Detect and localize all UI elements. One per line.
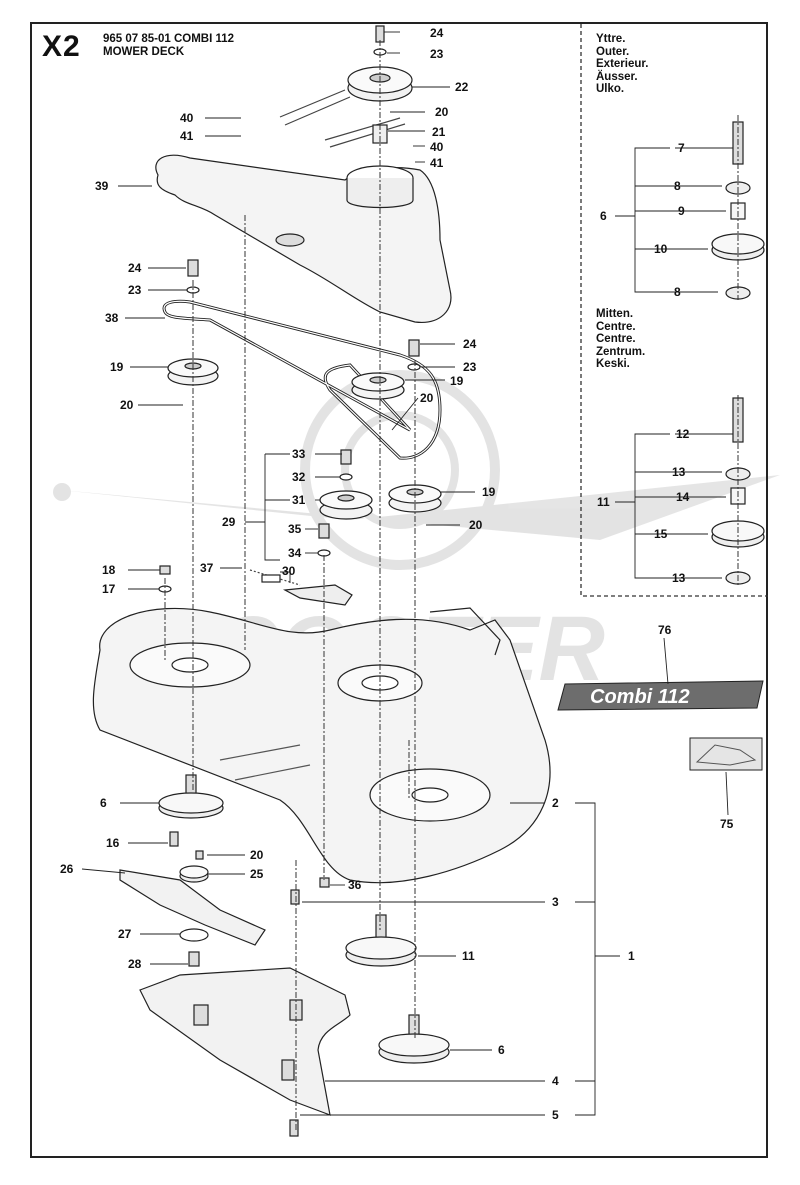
spindle-centre-11 xyxy=(345,914,417,967)
outer-label-de: Äusser. xyxy=(596,70,638,83)
outer-label-fi: Ulko. xyxy=(596,83,625,95)
callout-20-left: 20 xyxy=(120,398,134,412)
callout-24-right: 24 xyxy=(463,337,477,351)
callout-3: 3 xyxy=(552,895,559,909)
callout-41-left: 41 xyxy=(180,129,194,143)
spindle-right-6 xyxy=(378,1014,450,1064)
callout-41-right: 41 xyxy=(430,156,444,170)
callout-24-top: 24 xyxy=(430,26,444,40)
callout-5: 5 xyxy=(552,1108,559,1122)
outer-label-en: Outer. xyxy=(596,45,630,58)
callout-6-detail: 6 xyxy=(600,209,607,223)
centre-pulley xyxy=(351,339,421,400)
callout-8-upper: 8 xyxy=(674,179,681,193)
callout-13-upper: 13 xyxy=(672,465,686,479)
callout-8-lower: 8 xyxy=(674,285,681,299)
callout-26: 26 xyxy=(60,862,74,876)
blade-assembly xyxy=(119,850,266,967)
centre-label-en: Centre. xyxy=(596,320,636,333)
callout-16: 16 xyxy=(106,836,120,850)
callout-35: 35 xyxy=(288,522,302,536)
part-number-line: 965 07 85-01 COMBI 112 xyxy=(103,33,235,45)
callout-27: 27 xyxy=(118,927,132,941)
callout-22: 22 xyxy=(455,80,469,94)
callout-18: 18 xyxy=(102,563,116,577)
callout-40-left: 40 xyxy=(180,111,194,125)
outer-language-list: Yttre. Outer. Exterieur. Äusser. Ulko. xyxy=(596,33,648,96)
detail-panel-border xyxy=(580,24,768,597)
callout-29: 29 xyxy=(222,515,236,529)
decal-text: Combi 112 xyxy=(590,686,690,708)
callout-37: 37 xyxy=(200,561,214,575)
callout-15: 15 xyxy=(654,527,668,541)
callout-10: 10 xyxy=(654,242,668,256)
tension-arm xyxy=(249,569,353,606)
callout-36: 36 xyxy=(348,878,362,892)
callout-2: 2 xyxy=(552,796,559,810)
callout-30: 30 xyxy=(282,564,296,578)
centre-label-de: Zentrum. xyxy=(596,345,646,358)
callout-23-top: 23 xyxy=(430,47,444,61)
outer-label-fr: Exterieur. xyxy=(596,58,649,70)
callout-9: 9 xyxy=(678,204,685,218)
callout-21: 21 xyxy=(432,125,446,139)
callout-38: 38 xyxy=(105,311,119,325)
callout-40-right: 40 xyxy=(430,140,444,154)
callout-20-right: 20 xyxy=(469,518,483,532)
centre-label-fi: Keski. xyxy=(596,358,630,370)
callout-75: 75 xyxy=(720,817,734,831)
centre-lines xyxy=(164,40,739,1130)
centre-label-sv: Mitten. xyxy=(596,308,634,320)
top-drive-pulley xyxy=(279,25,413,148)
callout-28: 28 xyxy=(128,957,142,971)
callout-23-right: 23 xyxy=(463,360,477,374)
callout-12: 12 xyxy=(676,427,690,441)
diagram-subtitle: MOWER DECK xyxy=(103,46,185,58)
callout-23-left: 23 xyxy=(128,283,142,297)
callout-19-right: 19 xyxy=(482,485,496,499)
centre-label-fr: Centre. xyxy=(596,333,636,345)
callout-6-left: 6 xyxy=(100,796,107,810)
callout-20-blade: 20 xyxy=(250,848,264,862)
outer-label-sv: Yttre. xyxy=(596,33,626,45)
decal-75 xyxy=(689,737,763,771)
pulleys xyxy=(158,259,442,606)
leader-lines xyxy=(81,31,733,1116)
callout-14: 14 xyxy=(676,490,690,504)
callout-32: 32 xyxy=(292,470,306,484)
callout-13-lower: 13 xyxy=(672,571,686,585)
callout-4: 4 xyxy=(552,1074,559,1088)
mower-deck xyxy=(92,607,551,884)
callout-labels: 24 23 22 20 21 40 41 40 41 39 24 23 38 1… xyxy=(60,26,734,1122)
callout-25: 25 xyxy=(250,867,264,881)
callout-1: 1 xyxy=(628,949,635,963)
spindle-left-6 xyxy=(158,774,224,847)
callout-34: 34 xyxy=(288,546,302,560)
callout-11-deck: 11 xyxy=(462,949,475,963)
callout-39: 39 xyxy=(95,179,109,193)
callout-24-left: 24 xyxy=(128,261,142,275)
callout-19-centre: 19 xyxy=(450,374,464,388)
drawing-frame xyxy=(30,22,768,1158)
decal-76: Combi 112 xyxy=(557,680,764,711)
belt-cover xyxy=(155,154,452,323)
callout-33: 33 xyxy=(292,447,306,461)
callout-76: 76 xyxy=(658,623,672,637)
callout-6-right: 6 xyxy=(498,1043,505,1057)
callout-17: 17 xyxy=(102,582,116,596)
baffle-plate xyxy=(139,877,351,1137)
callout-11-detail: 11 xyxy=(597,495,610,509)
callout-20-centre: 20 xyxy=(420,391,434,405)
callout-7: 7 xyxy=(678,141,685,155)
centre-language-list: Mitten. Centre. Centre. Zentrum. Keski. xyxy=(596,308,645,371)
tension-pulley xyxy=(317,449,373,557)
callout-20-top: 20 xyxy=(435,105,449,119)
callout-19-left: 19 xyxy=(110,360,124,374)
callout-31: 31 xyxy=(292,493,306,507)
diagram-code: X2 xyxy=(42,30,81,63)
